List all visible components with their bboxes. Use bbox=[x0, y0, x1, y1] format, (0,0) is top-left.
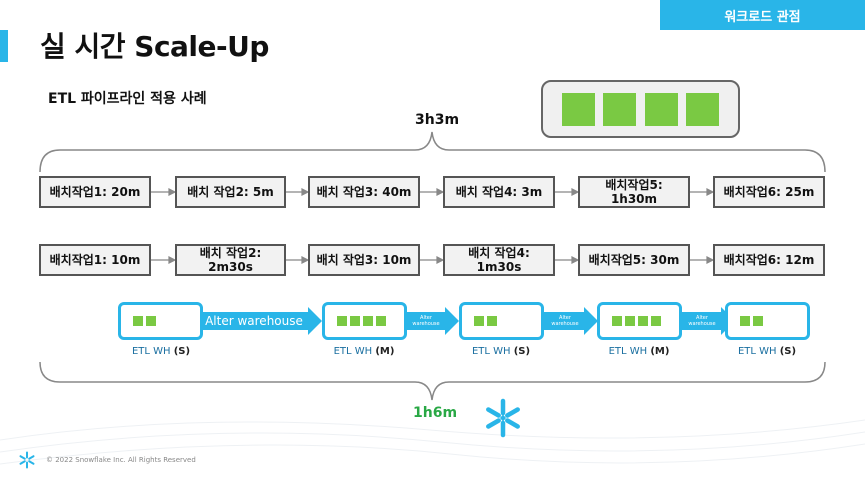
bottom-brace bbox=[39, 361, 826, 401]
arrow-label: Alter warehouse bbox=[688, 315, 716, 327]
arrow-shape bbox=[405, 307, 459, 335]
warehouse-blocks-icon bbox=[541, 80, 740, 138]
row2-arrowhead bbox=[168, 256, 177, 264]
warehouse-block bbox=[133, 316, 143, 326]
background-wave bbox=[0, 419, 865, 441]
row2-arrowhead bbox=[436, 256, 445, 264]
row1-arrowhead bbox=[571, 188, 580, 196]
row1-arrowhead bbox=[168, 188, 177, 196]
warehouse-label: ETL WH (S) bbox=[446, 346, 556, 357]
warehouse-size: (S) bbox=[779, 346, 797, 357]
arrow-shape bbox=[544, 307, 598, 335]
arrow-label: Alter warehouse bbox=[205, 314, 303, 328]
warehouse-block bbox=[561, 92, 595, 126]
arrow-label: Alter warehouse bbox=[412, 315, 440, 327]
duration-before: 3h3m bbox=[415, 112, 460, 128]
warehouse-block bbox=[638, 316, 648, 326]
batch-job-box: 배치작업5: 1h30m bbox=[578, 176, 690, 208]
warehouse-size: (M) bbox=[650, 346, 670, 357]
warehouse-block bbox=[740, 316, 750, 326]
warehouse-block bbox=[753, 316, 763, 326]
batch-job-box: 배치작업1: 10m bbox=[39, 244, 151, 276]
alter-warehouse-arrow: Alter warehouse bbox=[200, 307, 322, 335]
arrow-shape bbox=[681, 307, 735, 335]
warehouse-label: ETL WH (S) bbox=[106, 346, 216, 357]
warehouse-name: ETL WH bbox=[737, 346, 777, 357]
alter-warehouse-arrow: Alter warehouse bbox=[544, 307, 598, 335]
warehouse-name: ETL WH bbox=[471, 346, 511, 357]
batch-job-box: 배치 작업3: 10m bbox=[308, 244, 420, 276]
warehouse-block bbox=[487, 316, 497, 326]
warehouse-small bbox=[459, 302, 544, 340]
top-brace bbox=[39, 131, 826, 173]
background-wave bbox=[0, 443, 865, 465]
warehouse-small bbox=[118, 302, 203, 340]
warehouse-block bbox=[686, 92, 720, 126]
warehouse-medium bbox=[597, 302, 682, 340]
warehouse-block bbox=[644, 92, 678, 126]
arrow-label: Alter warehouse bbox=[551, 315, 579, 327]
warehouse-size: (S) bbox=[173, 346, 191, 357]
warehouse-label: ETL WH (S) bbox=[712, 346, 822, 357]
warehouse-size: (S) bbox=[513, 346, 531, 357]
batch-job-box: 배치 작업4: 1m30s bbox=[443, 244, 555, 276]
background-wave bbox=[0, 431, 865, 453]
warehouse-name: ETL WH bbox=[131, 346, 171, 357]
title-accent-bar bbox=[0, 30, 8, 62]
row2-arrowhead bbox=[301, 256, 310, 264]
warehouse-label: ETL WH (M) bbox=[309, 346, 419, 357]
warehouse-block bbox=[376, 316, 386, 326]
footer-snowflake-icon bbox=[19, 451, 35, 469]
warehouse-block bbox=[625, 316, 635, 326]
batch-job-box: 배치작업1: 20m bbox=[39, 176, 151, 208]
alter-warehouse-arrow: Alter warehouse bbox=[405, 307, 459, 335]
arrow-shape bbox=[200, 307, 322, 335]
footer-copyright: © 2022 Snowflake Inc. All Rights Reserve… bbox=[46, 456, 196, 464]
warehouse-block bbox=[474, 316, 484, 326]
batch-job-box: 배치작업6: 25m bbox=[713, 176, 825, 208]
row1-arrowhead bbox=[436, 188, 445, 196]
warehouse-block bbox=[651, 316, 661, 326]
warehouse-block bbox=[350, 316, 360, 326]
warehouse-block bbox=[612, 316, 622, 326]
warehouse-block bbox=[146, 316, 156, 326]
page-title: 실 시간 Scale-Up bbox=[40, 30, 269, 63]
row1-arrowhead bbox=[301, 188, 310, 196]
section-tag: 워크로드 관점 bbox=[660, 0, 865, 30]
batch-job-box: 배치 작업2: 2m30s bbox=[175, 244, 286, 276]
warehouse-name: ETL WH bbox=[333, 346, 373, 357]
batch-job-box: 배치 작업2: 5m bbox=[175, 176, 286, 208]
batch-job-box: 배치작업6: 12m bbox=[713, 244, 825, 276]
batch-job-box: 배치 작업3: 40m bbox=[308, 176, 420, 208]
duration-after: 1h6m bbox=[413, 405, 458, 421]
warehouse-name: ETL WH bbox=[608, 346, 648, 357]
warehouse-medium bbox=[322, 302, 407, 340]
batch-job-box: 배치작업5: 30m bbox=[578, 244, 690, 276]
row1-arrowhead bbox=[706, 188, 715, 196]
row2-arrowhead bbox=[706, 256, 715, 264]
warehouse-label: ETL WH (M) bbox=[584, 346, 694, 357]
alter-warehouse-arrow: Alter warehouse bbox=[681, 307, 735, 335]
page-subtitle: ETL 파이프라인 적용 사례 bbox=[48, 91, 207, 107]
warehouse-small bbox=[725, 302, 810, 340]
row2-arrowhead bbox=[571, 256, 580, 264]
batch-job-box: 배치 작업4: 3m bbox=[443, 176, 555, 208]
snowflake-logo-icon bbox=[486, 398, 520, 438]
warehouse-size: (M) bbox=[375, 346, 395, 357]
warehouse-block bbox=[363, 316, 373, 326]
warehouse-block bbox=[337, 316, 347, 326]
warehouse-block bbox=[603, 92, 637, 126]
